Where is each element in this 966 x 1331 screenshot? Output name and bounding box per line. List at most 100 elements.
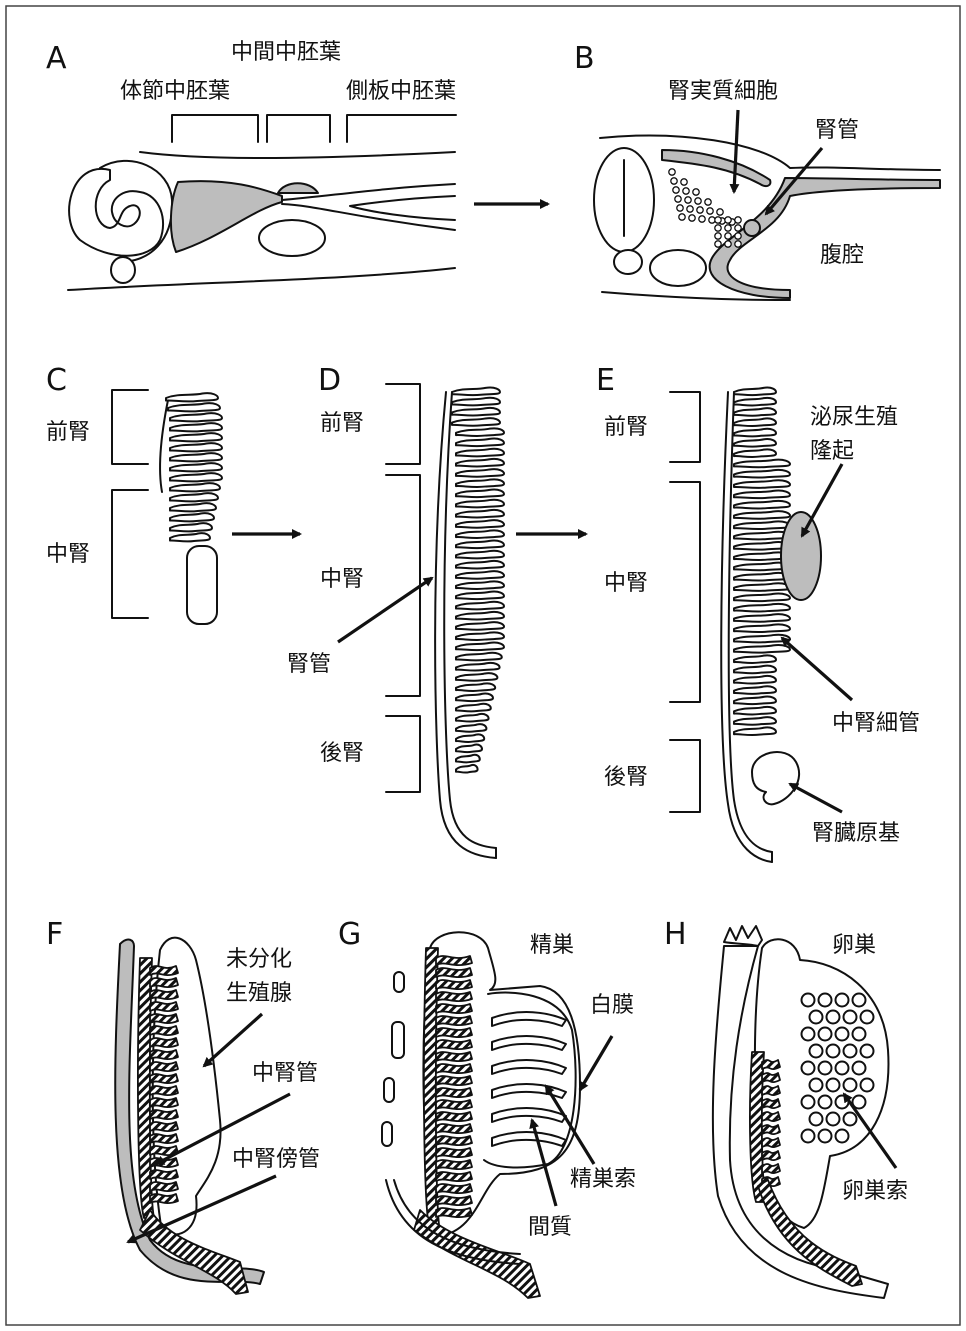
nephrogenic-cell (685, 197, 691, 203)
h-follicle (844, 1011, 857, 1024)
lateral-bracket (347, 115, 456, 142)
c-duct (160, 400, 168, 492)
neural-tube (69, 169, 163, 256)
h-follicle (836, 1028, 849, 1041)
d-tubule (456, 530, 504, 538)
g-wolffian-tubule (436, 1172, 472, 1181)
b-mesoderm-band (710, 178, 940, 298)
kidney-primordium (752, 752, 799, 804)
h-follicle (810, 1011, 823, 1024)
f-wolffian-tubule (150, 1014, 178, 1023)
metanephros-label-d: 後腎 (320, 741, 364, 766)
h-follicle (861, 1045, 874, 1058)
f-wolffian-tubule (150, 1026, 178, 1035)
e-tubule (734, 408, 776, 416)
panel-c-letter: C (46, 363, 67, 398)
g-mullerian-remnants (382, 972, 404, 1146)
d-tubule (456, 541, 504, 549)
h-follicle (810, 1113, 823, 1126)
f-wolffian-tubule (150, 1038, 178, 1047)
kidney-primordium-arrow (790, 784, 842, 812)
d-tubule (456, 632, 504, 640)
e-tubule (734, 501, 790, 509)
nephrogenic-cell (695, 198, 701, 204)
f-wolffian-tubule (150, 1194, 178, 1203)
nephrogenic-arrow (734, 110, 738, 192)
h-wolffian-tubule (762, 1138, 780, 1147)
c-tubules (166, 393, 222, 541)
e-tubule (734, 439, 776, 447)
testis-cords-label: 精巣索 (570, 1167, 636, 1192)
h-wolffian-tubule (762, 1164, 780, 1173)
d-tubule (456, 571, 504, 579)
nephrogenic-cell (715, 233, 721, 239)
nephrogenic-cell (683, 188, 689, 194)
mesonephros-label-c: 中腎 (46, 542, 90, 567)
coelom-label: 腹腔 (820, 243, 864, 268)
g-wolffian-tail (414, 1210, 540, 1298)
c-tubule (170, 533, 210, 541)
d-tubule (456, 469, 504, 477)
nephrogenic-cell (725, 241, 731, 247)
f-wolffian-tubule (150, 1062, 178, 1071)
tunica-arrow (580, 1036, 612, 1090)
f-wolffian-tubule (150, 1098, 178, 1107)
e-tubule (734, 594, 790, 602)
nephrogenic-cell (673, 187, 679, 193)
panel-h-letter: H (664, 917, 687, 952)
d-tubule (456, 428, 504, 436)
d-tubule (456, 459, 504, 467)
ovary-label: 卵巣 (832, 933, 876, 958)
e-tubule (734, 573, 790, 581)
c-tubule (166, 393, 218, 401)
h-follicle (836, 994, 849, 1007)
paraxial-bracket (172, 115, 258, 142)
nephric-duct-label-b: 腎管 (815, 118, 859, 143)
d-tubule (456, 755, 480, 763)
h-follicle (827, 1045, 840, 1058)
d-tubule (456, 439, 504, 447)
mesonephric-tubules-label: 中腎細管 (832, 711, 920, 736)
panel-d-letter: D (318, 363, 341, 398)
urogenital-ridge-label-2: 隆起 (810, 439, 854, 464)
h-follicle (802, 994, 815, 1007)
b-nephric-duct (744, 220, 760, 236)
f-wolffian-tubule (150, 978, 178, 987)
g-wolffian-tubule (436, 956, 472, 965)
nephrogenic-cell (669, 169, 675, 175)
panel-b: B 腎実質細胞 腎管 腹腔 (574, 41, 940, 300)
h-follicle (853, 1028, 866, 1041)
g-wolffian-tubule (436, 968, 472, 977)
c-tubule (170, 433, 222, 441)
b-nephrogenic-dots (669, 169, 741, 247)
f-wolffian-tubule (150, 1170, 178, 1179)
c-pro-bracket (112, 390, 148, 464)
e-tubule (734, 697, 776, 705)
d-tubule (456, 551, 504, 559)
d-tubule (452, 418, 500, 426)
f-wolffian-tubule (150, 1002, 178, 1011)
g-wolffian-tubule (436, 1124, 472, 1133)
e-tubule (734, 511, 790, 519)
pronephros-label-d: 前腎 (320, 411, 364, 436)
d-tubule (456, 673, 497, 681)
pronephros-label-e: 前腎 (604, 415, 648, 440)
d-tubule (456, 449, 504, 457)
nephrogenic-cell (697, 207, 703, 213)
e-tubule (734, 645, 790, 653)
h-wolffian-remnant (750, 1052, 780, 1202)
paraxial-mesoderm-label: 体節中胚葉 (120, 79, 230, 104)
f-wolffian-tubule (150, 1182, 178, 1191)
metanephros-label-e: 後腎 (604, 765, 648, 790)
panel-h: H 卵巣 卵巣索 (664, 917, 908, 1298)
h-follicle (819, 994, 832, 1007)
nephrogenic-cell (681, 179, 687, 185)
nephrogenic-cell (725, 233, 731, 239)
e-tubule (734, 449, 776, 457)
g-mullerian-remnant (392, 1022, 404, 1058)
g-wolffian-tubule (436, 1148, 472, 1157)
interstitium-label: 間質 (528, 1215, 572, 1240)
g-wolffian-tubule (436, 1112, 472, 1121)
h-follicle (844, 1079, 857, 1092)
c-tubule (170, 473, 222, 481)
